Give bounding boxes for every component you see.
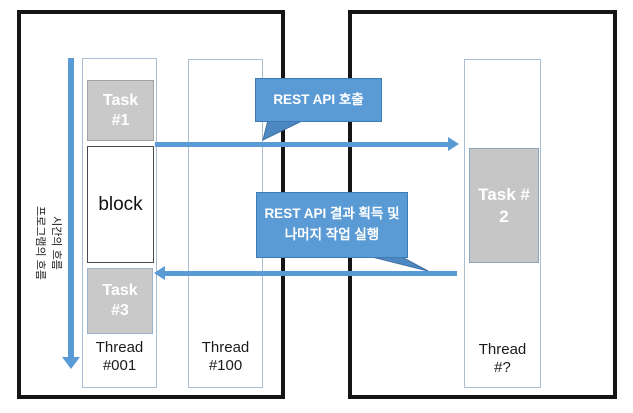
- rest-api-result-arrowhead-icon: [154, 266, 165, 280]
- task-2-block: Task # 2: [469, 148, 539, 263]
- block-block: block: [87, 146, 154, 263]
- rest-api-result-callout: REST API 결과 획득 및 나머지 작업 실행: [256, 192, 408, 258]
- thread-unknown-label: Thread #?: [478, 341, 527, 377]
- rest-api-call-arrow: [155, 142, 449, 147]
- thread-100-column: [188, 59, 263, 388]
- task-1-block: Task #1: [87, 80, 154, 141]
- thread-001-label: Thread #001: [95, 339, 144, 375]
- time-axis-label: 시간의 흐름 프로그램의 흐름: [34, 206, 62, 280]
- time-flow-arrow: [68, 58, 74, 358]
- rest-api-call-callout: REST API 호출: [255, 78, 382, 122]
- time-flow-arrowhead-icon: [62, 357, 80, 369]
- task-3-block: Task #3: [87, 268, 153, 334]
- rest-api-call-arrowhead-icon: [448, 137, 459, 151]
- rest-api-result-arrow: [165, 271, 457, 276]
- thread-100-label: Thread #100: [201, 339, 250, 375]
